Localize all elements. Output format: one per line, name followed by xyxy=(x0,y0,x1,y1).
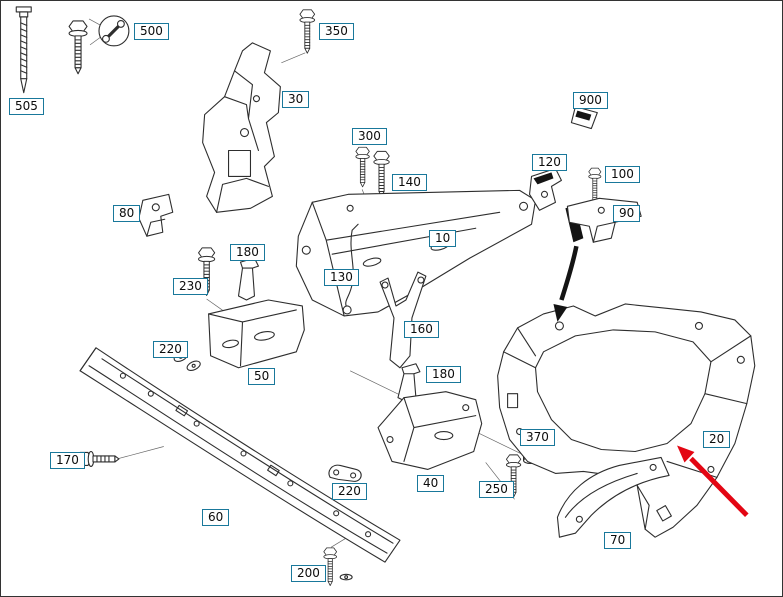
wrench-icon xyxy=(102,19,125,43)
part-200-washer xyxy=(339,573,353,581)
callout-80: 80 xyxy=(113,205,141,222)
part-80-bracket xyxy=(138,193,174,237)
callout-90: 90 xyxy=(613,205,641,222)
callout-140: 140 xyxy=(392,174,427,191)
callout-100: 100 xyxy=(605,166,640,183)
callout-40: 40 xyxy=(417,475,445,492)
part-500-bolt xyxy=(68,20,88,75)
callout-50: 50 xyxy=(248,368,276,385)
callout-505: 505 xyxy=(9,98,44,115)
callout-160: 160 xyxy=(404,321,439,338)
callout-200: 200 xyxy=(291,565,326,582)
red-pointer-arrow xyxy=(677,445,749,518)
callout-900: 900 xyxy=(573,92,608,109)
callout-220-lower: 220 xyxy=(332,483,367,500)
part-20-front-panel-frame xyxy=(497,303,756,538)
callout-350: 350 xyxy=(319,23,354,40)
callout-70: 70 xyxy=(604,532,632,549)
part-900-bracket xyxy=(570,106,598,130)
callout-10: 10 xyxy=(429,230,457,247)
part-300-bolt xyxy=(355,146,370,188)
callout-370: 370 xyxy=(520,429,555,446)
callout-250: 250 xyxy=(479,481,514,498)
callout-120: 120 xyxy=(532,154,567,171)
part-350-bolt xyxy=(299,9,316,54)
callout-30: 30 xyxy=(282,91,310,108)
part-60-bumper-reinforcement xyxy=(79,347,401,563)
callout-230: 230 xyxy=(173,278,208,295)
part-140-bolt xyxy=(373,150,390,198)
callout-220-upper: 220 xyxy=(153,341,188,358)
part-70-support-bracket xyxy=(556,456,670,538)
install-direction-arrow xyxy=(553,245,579,322)
callout-60: 60 xyxy=(202,509,230,526)
callout-500: 500 xyxy=(134,23,169,40)
callout-170: 170 xyxy=(50,452,85,469)
part-40-bracket xyxy=(377,391,483,470)
callout-20: 20 xyxy=(703,431,731,448)
part-500-tool-circle xyxy=(98,15,130,47)
callout-180-lower: 180 xyxy=(426,366,461,383)
part-505-screw xyxy=(15,6,32,94)
part-160-bracket xyxy=(379,271,427,369)
part-180-upper-bracket xyxy=(237,257,259,301)
callout-300: 300 xyxy=(352,128,387,145)
part-50-bracket xyxy=(208,299,305,369)
part-220-lower-link xyxy=(328,464,362,482)
callout-130: 130 xyxy=(324,269,359,286)
part-30-mounting-bracket xyxy=(202,42,281,213)
callout-180-upper: 180 xyxy=(230,244,265,261)
